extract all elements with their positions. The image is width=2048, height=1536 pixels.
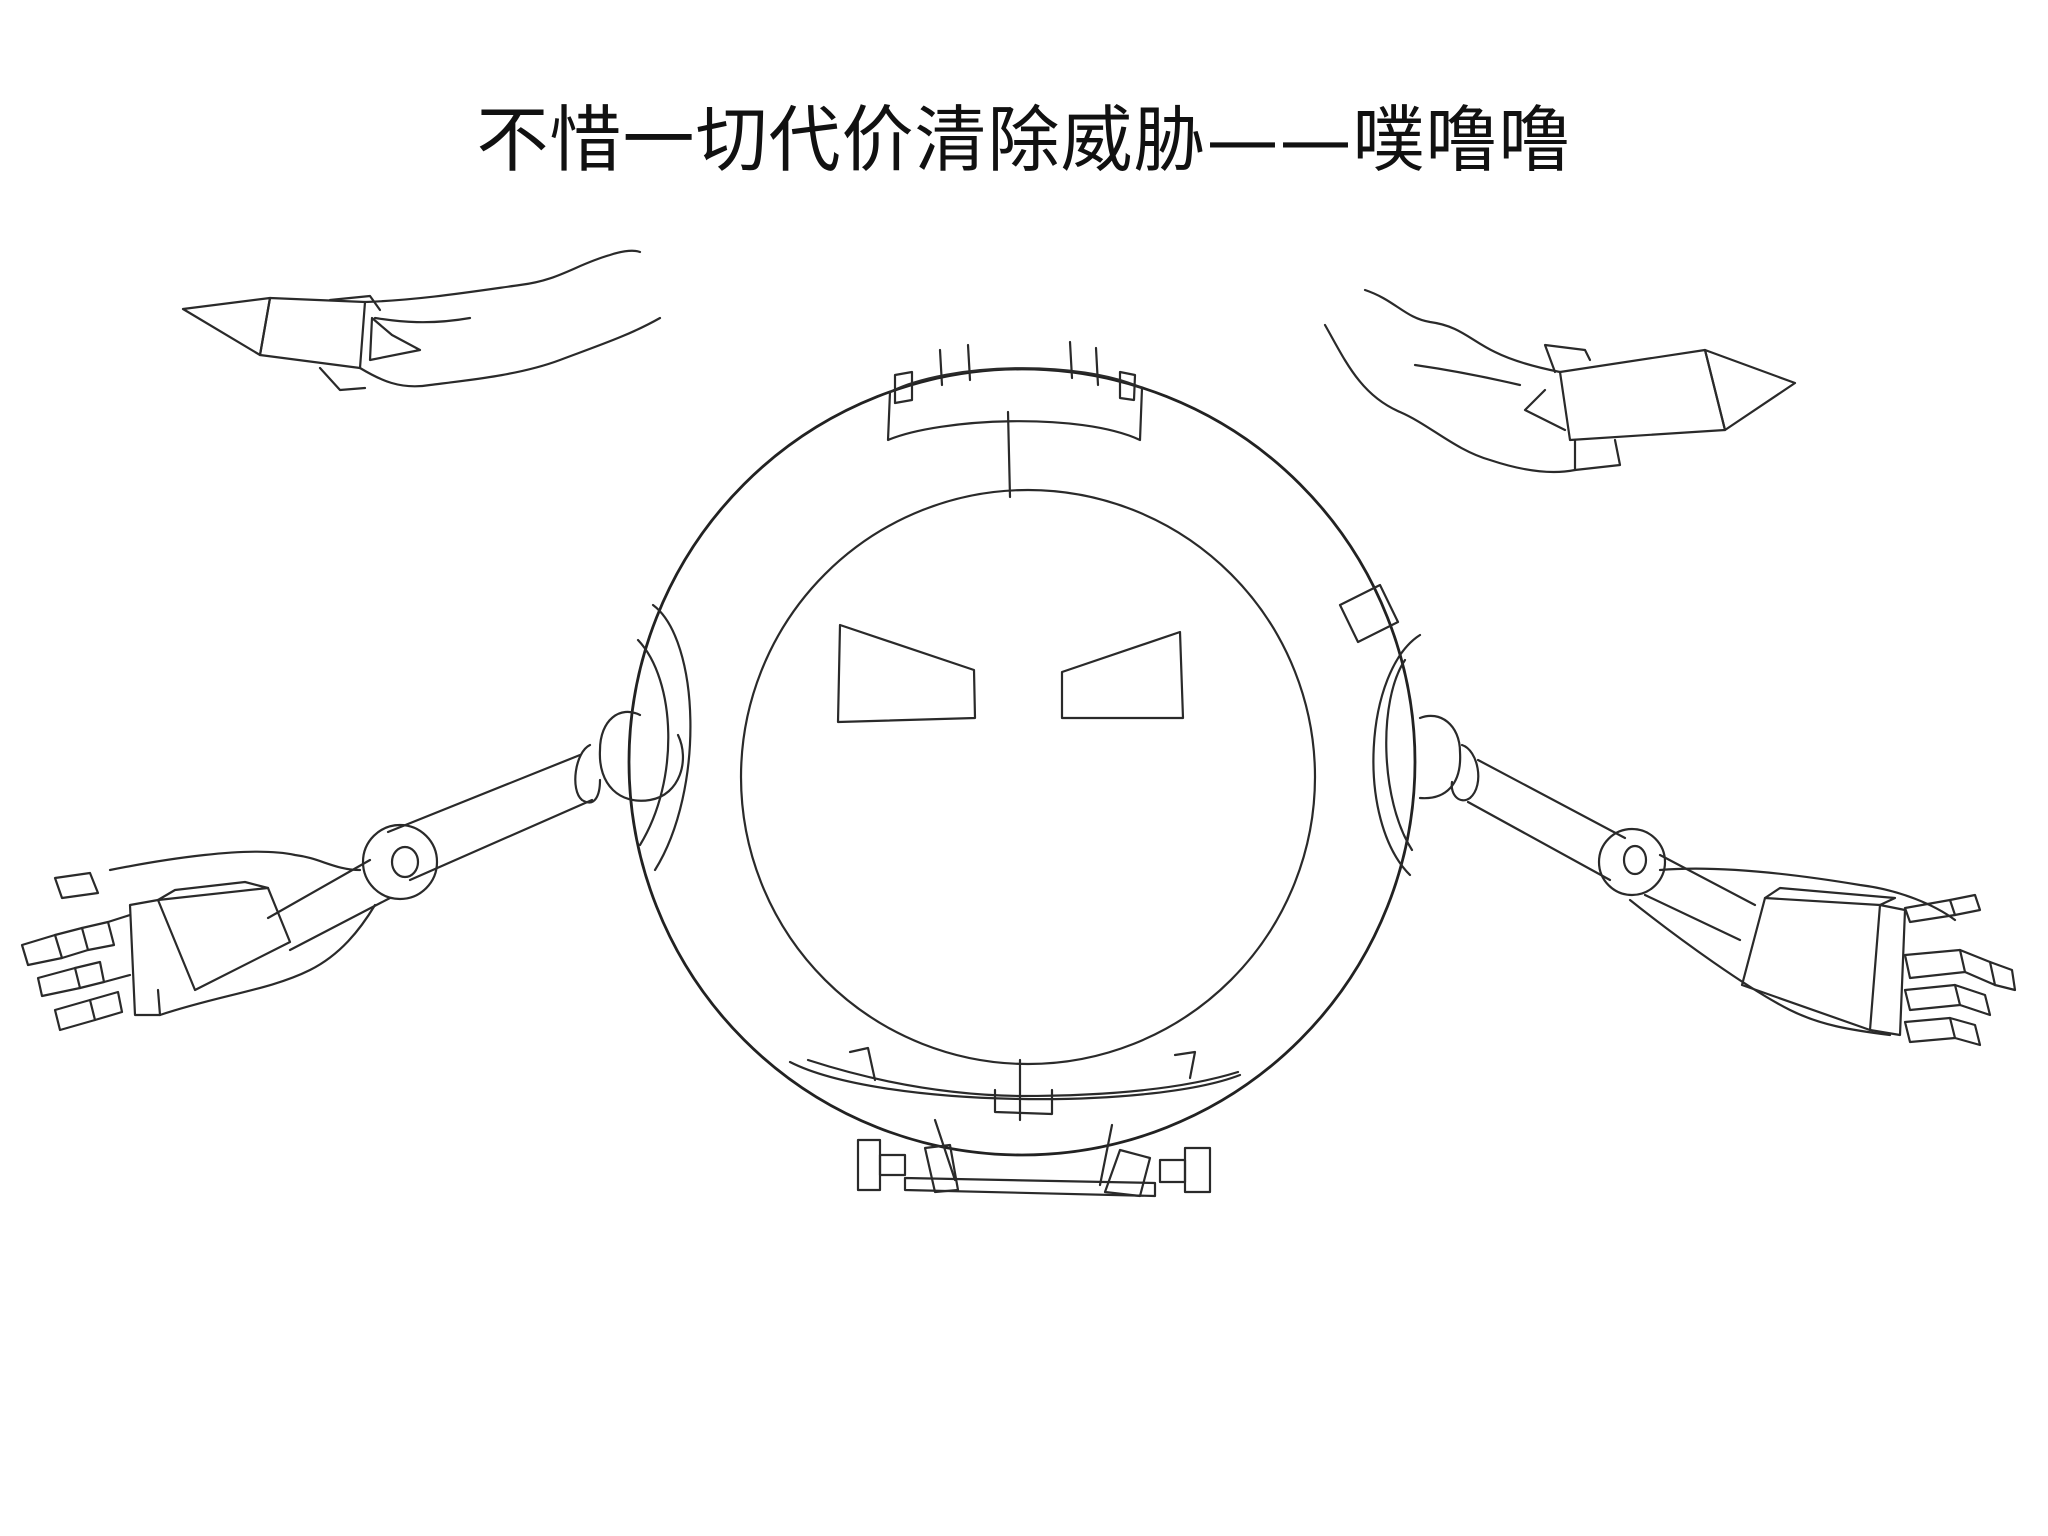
upper-right-marker-body <box>1558 348 1727 442</box>
robot-left-eye <box>836 623 977 724</box>
robot-base-bar <box>903 1176 1157 1198</box>
right-gripper-finger-3 <box>1903 983 1962 1012</box>
robot-top-seam <box>1006 410 1012 499</box>
robot-right-foot <box>1183 1146 1212 1194</box>
right-elbow-joint <box>1597 827 1667 897</box>
right-gripper-palm <box>1740 896 1882 1032</box>
left-gripper-finger-4 <box>53 998 97 1032</box>
robot-top-visor <box>886 367 1144 442</box>
upper-left-marker-tip <box>181 296 272 357</box>
left-shoulder-joint <box>598 710 685 802</box>
upper-left-hand-outline <box>363 249 642 304</box>
left-gripper-finger-3 <box>36 966 82 998</box>
left-elbow-joint <box>361 823 439 901</box>
right-gripper-finger-4 <box>1903 1016 1957 1044</box>
robot-body <box>627 340 1422 1157</box>
robot-base <box>856 1118 1212 1198</box>
robot-right-arm <box>1418 714 2017 1047</box>
right-shoulder-joint <box>1418 714 1462 800</box>
left-gripper-finger-2 <box>20 933 64 967</box>
right-forearm <box>1643 853 1757 942</box>
robot-right-eye <box>1060 630 1185 720</box>
robot-left-arm-housing <box>651 603 692 872</box>
upper-right-marker-tip <box>1703 348 1797 432</box>
left-upper-arm <box>386 753 594 882</box>
right-upper-arm <box>1466 758 1627 882</box>
left-gripper-finger-1 <box>53 871 100 900</box>
robot-outer-shell <box>627 367 1417 1157</box>
right-gripper-finger-1 <box>1903 898 1957 924</box>
robot-bottom-band <box>788 1060 1242 1101</box>
robot-left-arm <box>20 710 685 1032</box>
robot-right-arm-housing <box>1372 633 1422 877</box>
upper-left-hand-with-marker <box>181 249 662 392</box>
robot-left-foot <box>856 1138 882 1192</box>
upper-right-hand-outline <box>1363 288 1562 374</box>
right-gripper-finger-2 <box>1903 948 1967 980</box>
robot-face-plate <box>739 488 1317 1066</box>
upper-left-marker-body <box>258 296 367 370</box>
robot-side-panel <box>1338 583 1400 644</box>
left-gripper-palm <box>156 886 292 992</box>
caption-title: 不惜一切代价清除威胁——噗噜噜 <box>476 98 1572 182</box>
left-forearm <box>266 858 392 952</box>
upper-right-hand-with-marker <box>1323 288 1797 474</box>
